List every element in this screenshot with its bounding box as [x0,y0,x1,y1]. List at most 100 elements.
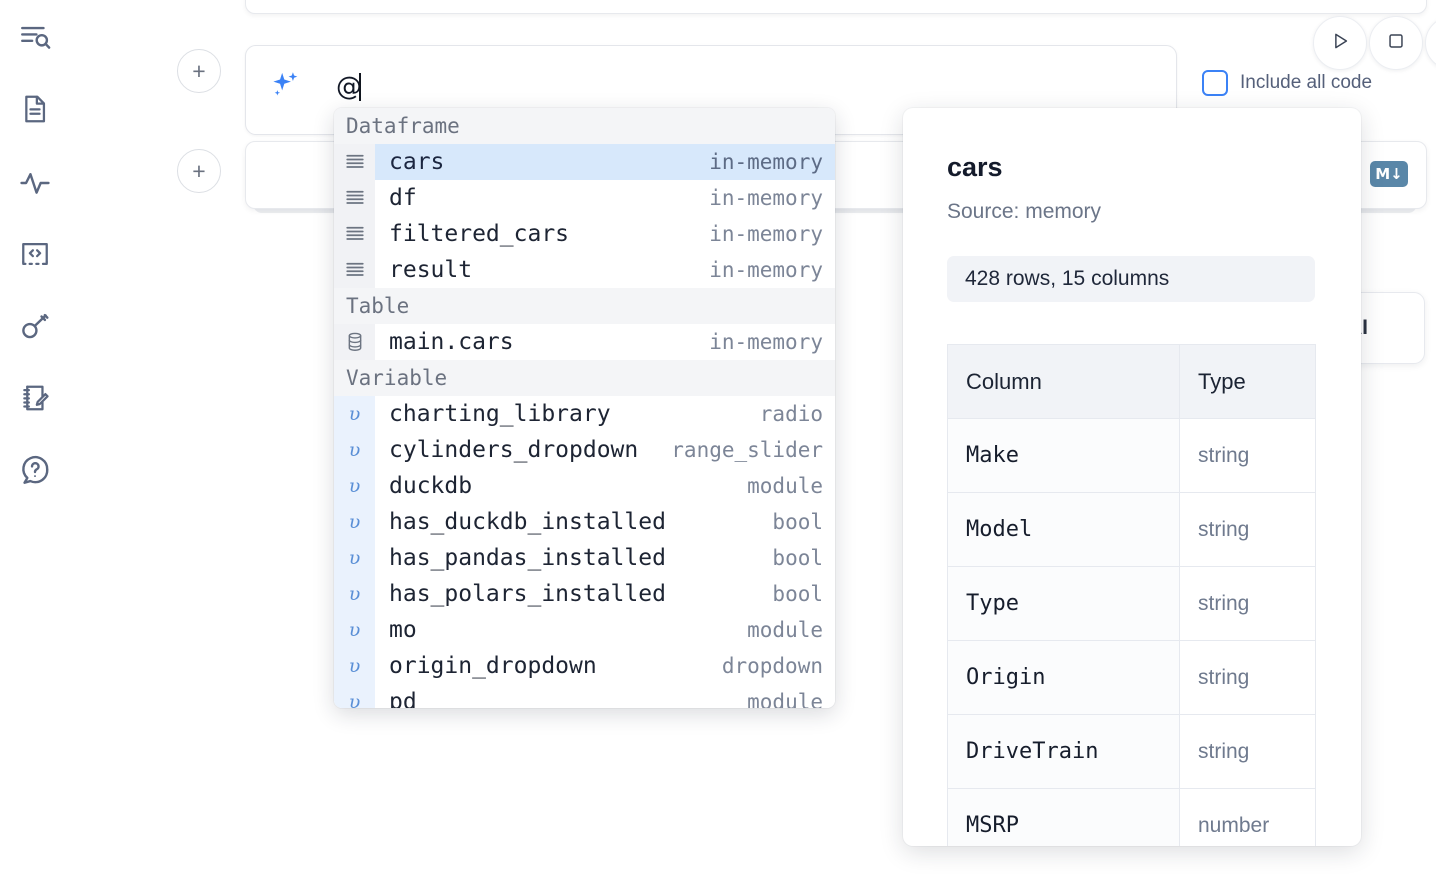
add-cell-button-top[interactable]: + [177,49,221,93]
autocomplete-item-type: range_slider [671,438,823,462]
notebook-icon [19,93,51,125]
autocomplete-item-type: bool [772,546,823,570]
variable-icon: υ [334,468,375,504]
cell-column-type: string [1179,492,1316,567]
cell-column-name: Origin [947,640,1180,715]
markdown-label: M↓ [1375,164,1403,183]
autocomplete-item-name: charting_library [389,401,611,427]
cell-column-type: number [1179,788,1316,846]
key-icon [18,309,52,343]
autocomplete-item-type: in-memory [709,150,823,174]
dataframe-icon [334,252,375,288]
cell-column-name: Type [947,566,1180,641]
include-all-code-row[interactable]: Include all code [1202,70,1372,96]
variable-icon: υ [334,648,375,684]
database-icon [334,324,375,360]
autocomplete-item-type: in-memory [709,330,823,354]
autocomplete-item-type: radio [759,402,823,426]
sidebar-item-snippets[interactable] [11,230,59,278]
autocomplete-item-type: dropdown [721,654,823,678]
autocomplete-item-name: origin_dropdown [389,653,597,679]
autocomplete-item-name: pd [389,689,417,708]
autocomplete-item[interactable]: υ charting_library radio [334,396,835,432]
autocomplete-item-name: main.cars [389,329,514,355]
autocomplete-group-header: Table [334,288,835,324]
cell-column-type: string [1179,714,1316,789]
plus-icon: + [192,157,206,184]
autocomplete-item-body: origin_dropdown dropdown [375,648,835,684]
autocomplete-item-body: cylinders_dropdown range_slider [375,432,835,468]
run-button[interactable] [1313,16,1367,70]
autocomplete-item[interactable]: main.cars in-memory [334,324,835,360]
autocomplete-item-body: charting_library radio [375,396,835,432]
sidebar-item-activity[interactable] [11,159,59,207]
variable-icon: υ [334,396,375,432]
autocomplete-item-name: result [389,257,473,283]
sidebar-item-help[interactable] [11,446,59,494]
cell-above[interactable] [245,0,1427,14]
cell-column-name: DriveTrain [947,714,1180,789]
autocomplete-item-type: module [747,474,823,498]
snippets-icon [19,238,51,270]
autocomplete-item-name: filtered_cars [389,221,570,247]
info-title: cars [947,152,1003,182]
autocomplete-item-name: has_polars_installed [389,581,666,607]
sidebar-item-secrets[interactable] [11,302,59,350]
ai-prompt-input[interactable]: @ [336,66,1146,108]
markdown-icon[interactable]: M↓ [1370,160,1408,187]
autocomplete-item[interactable]: υ origin_dropdown dropdown [334,648,835,684]
sidebar-item-scratchpad[interactable] [11,374,59,422]
cell-column-name: MSRP [947,788,1180,846]
cell-column-type: string [1179,566,1316,641]
autocomplete-item-type: in-memory [709,186,823,210]
autocomplete-item-name: cylinders_dropdown [389,437,639,463]
activity-icon [18,166,52,200]
sidebar-item-notebook[interactable] [11,85,59,133]
stop-button[interactable] [1369,16,1423,70]
plus-icon: + [192,57,206,84]
sidebar-item-explore[interactable] [11,14,59,62]
variable-icon: υ [334,576,375,612]
ai-prompt-value: @ [336,72,362,102]
autocomplete-item-name: has_pandas_installed [389,545,666,571]
include-all-code-checkbox[interactable] [1202,70,1228,96]
more-button[interactable] [1425,16,1436,70]
info-shape: 428 rows, 15 columns [947,256,1315,302]
notebook-canvas: + + @ [70,0,1436,874]
cell-column-type: string [1179,640,1316,715]
cell-column-type: string [1179,418,1316,493]
autocomplete-item-type: module [747,618,823,642]
play-icon [1329,30,1351,57]
autocomplete-item[interactable]: υ has_pandas_installed bool [334,540,835,576]
add-cell-button-bottom[interactable]: + [177,149,221,193]
variable-icon: υ [334,540,375,576]
cell-column-name: Make [947,418,1180,493]
sparkle-icon [268,68,302,102]
autocomplete-item-name: has_duckdb_installed [389,509,666,535]
explore-icon [18,21,52,55]
scratchpad-icon [19,382,51,414]
